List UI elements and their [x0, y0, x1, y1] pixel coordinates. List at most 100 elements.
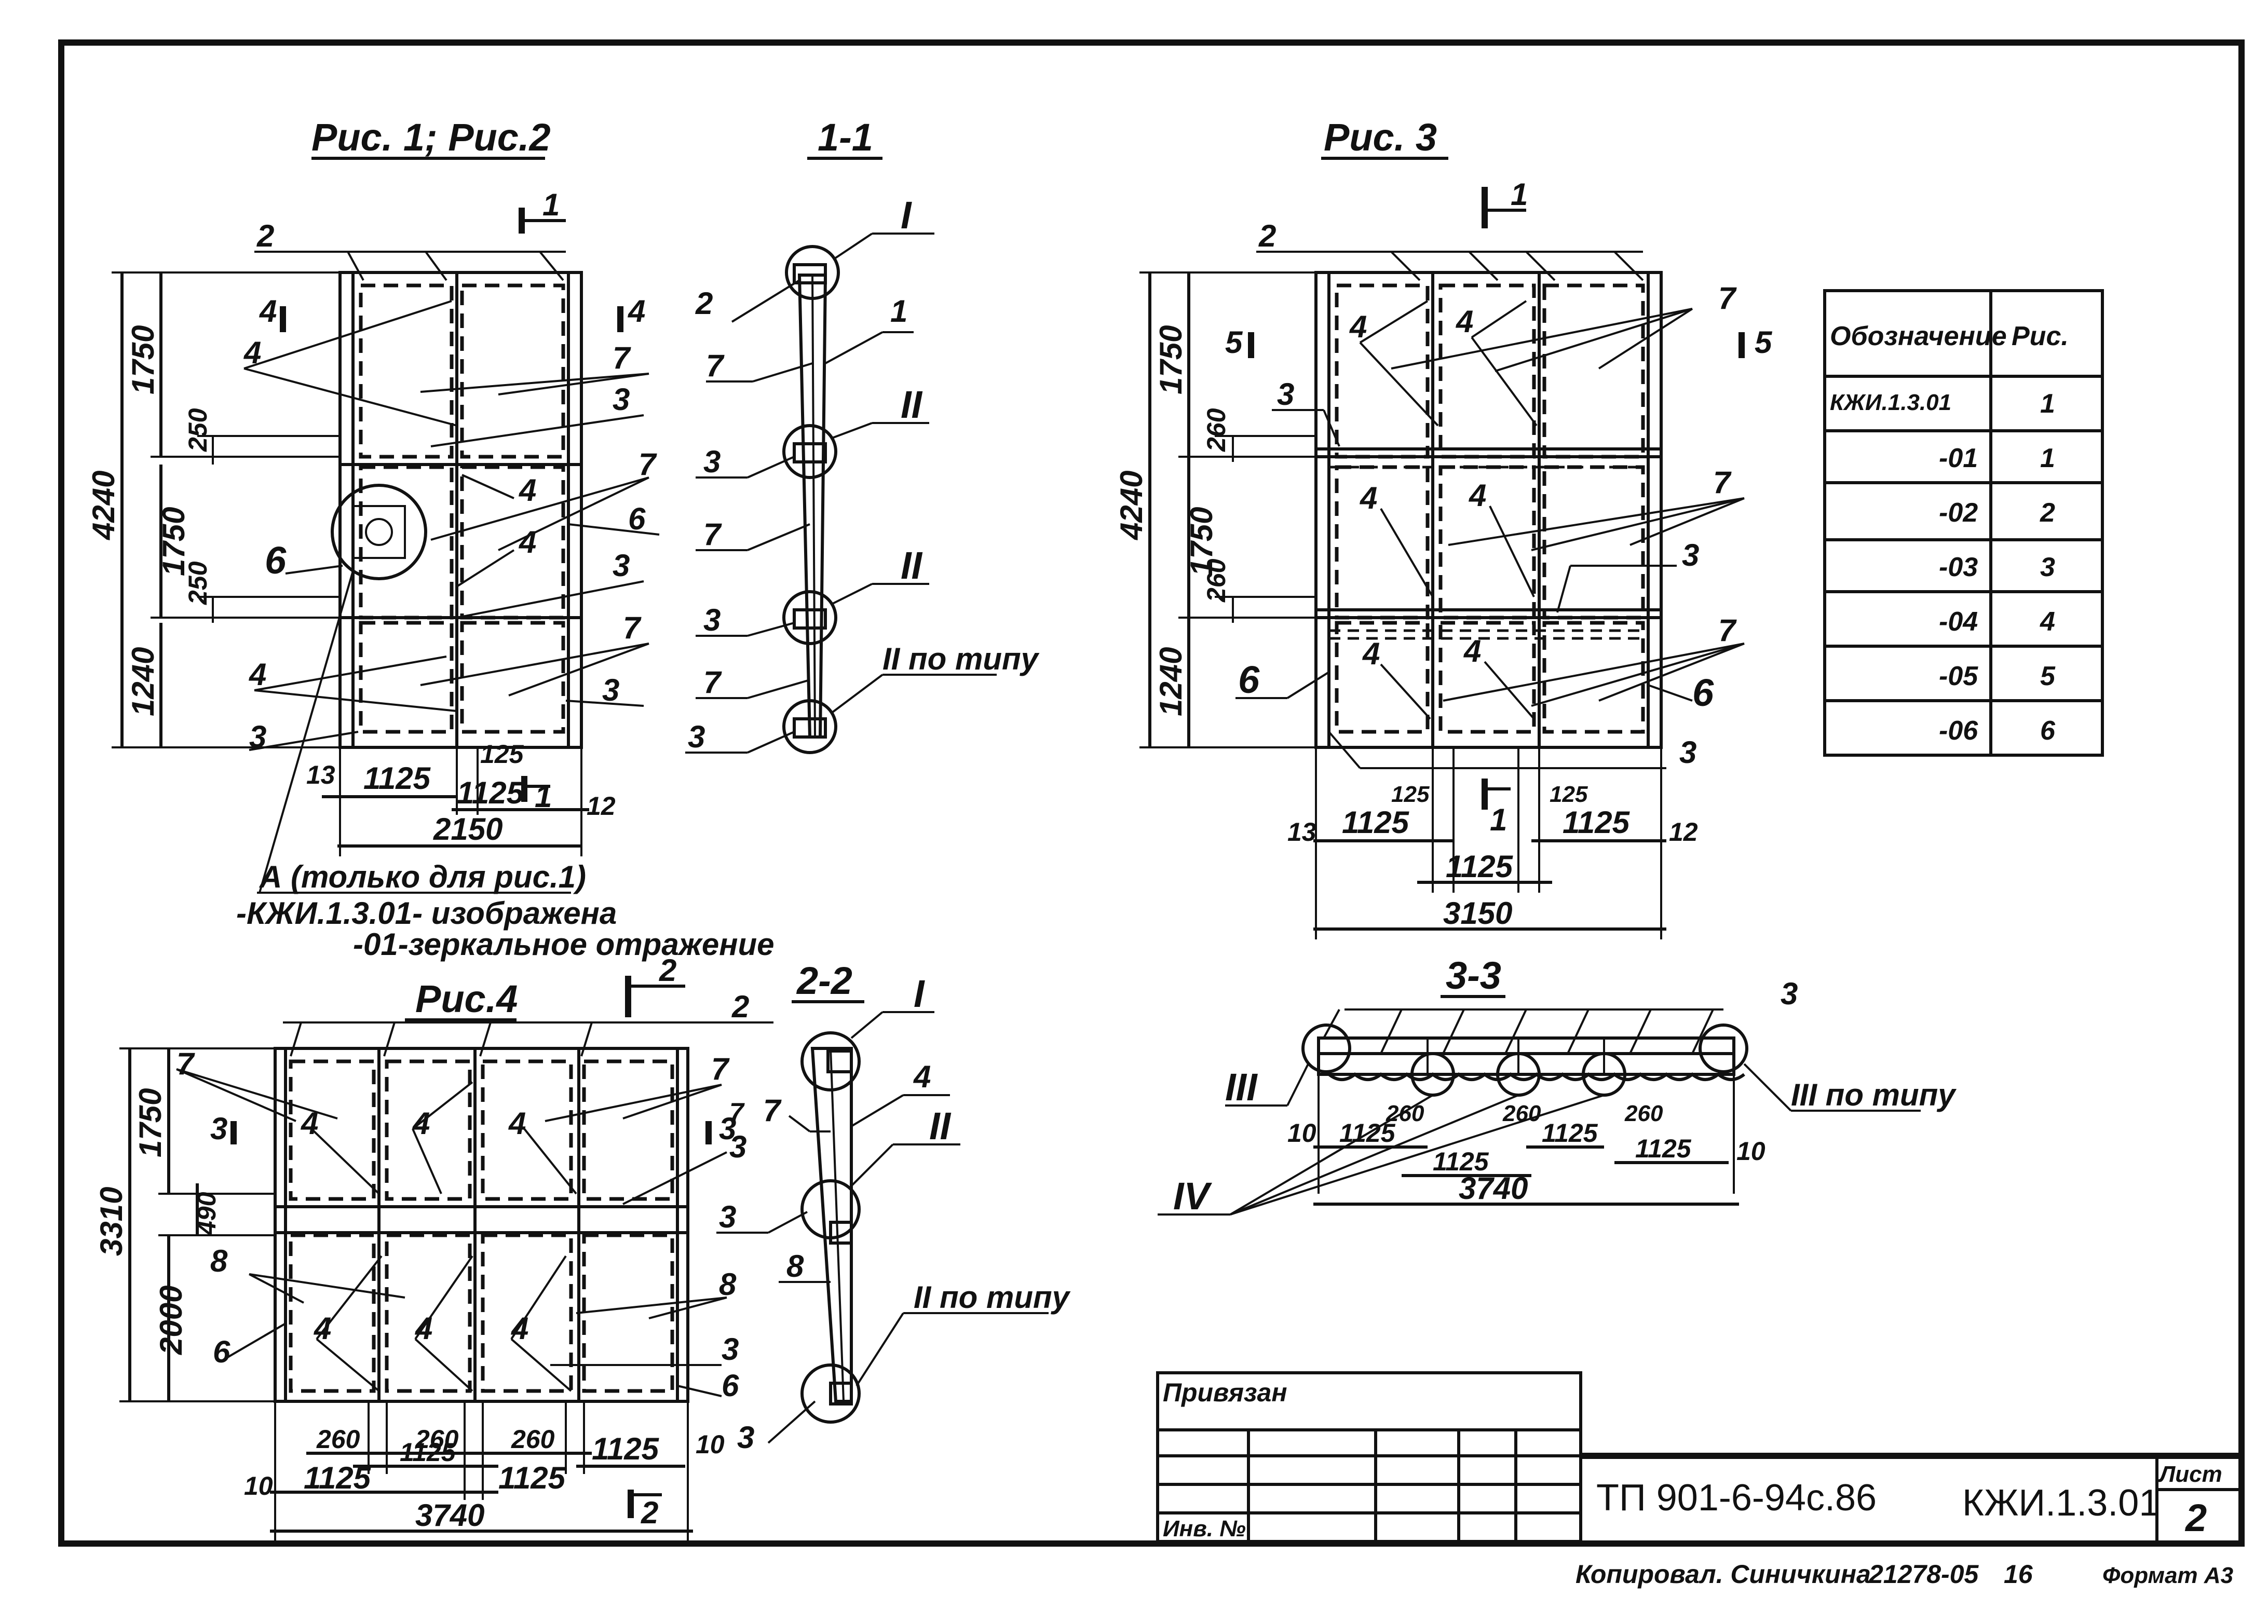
fig4-edge-10a: 10: [244, 1471, 273, 1500]
fig4-pos-7c: 7: [729, 1098, 745, 1127]
sec11-lbl-7c: 7: [703, 665, 722, 700]
sec11-lbl-2: 2: [695, 286, 713, 321]
fig12-dim-h-5: 250: [183, 561, 212, 605]
fig3-dim-w-125b: 125: [1550, 782, 1588, 807]
title-block-sheet-no: 2: [2184, 1496, 2207, 1539]
sec11-node-II-b: II: [901, 544, 923, 587]
fig4-pos-4f: 4: [511, 1311, 528, 1346]
sec11-lbl-3c: 3: [688, 719, 705, 754]
designation-table: Обозначение Рис. КЖИ.1.3.01 1 -01 1 -02 …: [1823, 289, 2104, 757]
fig4-dim-h-total: 3310: [94, 1187, 129, 1256]
fig3-dim-w-1125b: 1125: [1563, 805, 1631, 840]
fig3-pos-3c: 3: [1679, 735, 1696, 770]
sec22-lbl-3a: 3: [719, 1199, 736, 1234]
fig4-pos-4c: 4: [508, 1106, 526, 1141]
sec22-lbl-8: 8: [786, 1249, 804, 1284]
fig4-dim-w-260a: 260: [316, 1425, 360, 1454]
sec33-dim-1125c: 1125: [1635, 1134, 1692, 1163]
title-block-mark: КЖИ.1.3.01: [1962, 1482, 2160, 1524]
fig4-dim-w-260b: 260: [415, 1425, 459, 1454]
title-block-privyazan: Привязан: [1163, 1378, 1287, 1407]
fig12-note-1: А (только для рис.1): [259, 859, 586, 894]
fig4-pos-4b: 4: [412, 1106, 430, 1141]
sec22-title: 2-2: [796, 959, 852, 1002]
fig4-pos-6b: 6: [722, 1368, 739, 1403]
fig12-dim-w-total: 2150: [433, 812, 503, 847]
fig12-view: Рис. 1; Рис.2 4240 1750: [86, 116, 775, 962]
fig12-sec-mark-4a: 4: [259, 294, 277, 329]
fig3-edge-12: 12: [1669, 817, 1698, 847]
table-row-6-fig: 6: [2040, 716, 2056, 746]
table-row-5-fig: 5: [2040, 661, 2056, 691]
sheet-frame: [58, 39, 2245, 1547]
fig4-pos-7a: 7: [176, 1046, 195, 1081]
sec33-node-III-typ: III по типу: [1791, 1077, 1957, 1112]
sec11-lbl-7a: 7: [706, 348, 725, 383]
table-row-2-fig: 2: [2040, 498, 2055, 528]
fig4-view: Рис.4 3310 1750 490 2000: [94, 953, 773, 1541]
sec11-lbl-1: 1: [890, 294, 907, 329]
sec11-lbl-3a: 3: [703, 444, 721, 479]
fig3-pos-4b: 4: [1456, 304, 1473, 339]
sec11-lbl-3b: 3: [703, 603, 721, 637]
fig4-title: Рис.4: [415, 977, 518, 1020]
sec33-dim-total: 3740: [1459, 1171, 1528, 1206]
fig3-sec-mark-5b: 5: [1755, 325, 1773, 360]
fig4-sec-mark-2a: 2: [659, 953, 676, 988]
fig12-note-3: -01-зеркальное отражение: [353, 927, 775, 962]
sec33-node-III: III: [1225, 1066, 1258, 1109]
table-row-5-code: -05: [1939, 661, 1978, 691]
sec33-dim-1125d: 1125: [1433, 1147, 1489, 1176]
sec33-node-IV: IV: [1173, 1175, 1213, 1218]
footer-order: 21278-05: [1868, 1560, 1979, 1589]
table-row-4-fig: 4: [2040, 607, 2055, 637]
fig3-dim-w-1125c: 1125: [1446, 849, 1514, 884]
fig4-pos-4d: 4: [314, 1311, 331, 1346]
fig3-dim-w-125a: 125: [1391, 782, 1430, 807]
fig3-pos-2: 2: [1258, 219, 1276, 253]
table-row-2-code: -02: [1939, 498, 1978, 528]
sec22-lbl-3b: 3: [737, 1420, 754, 1455]
fig4-pos-7b: 7: [711, 1052, 730, 1086]
fig4-dim-w-total: 3740: [415, 1498, 484, 1533]
table-row-3-fig: 3: [2040, 552, 2055, 582]
fig12-dim-w-2: 125: [480, 740, 524, 769]
fig12-pos-6a: 6: [628, 501, 646, 536]
fig12-pos-3b: 3: [613, 548, 630, 583]
fig4-pos-3b: 3: [729, 1129, 746, 1164]
fig4-dim-w-1125a: 1125: [400, 1438, 456, 1467]
fig3-sec-mark-5a: 5: [1225, 325, 1243, 360]
table-row-3-code: -03: [1939, 552, 1978, 582]
fig3-dim-h-5: 260: [1202, 558, 1231, 603]
fig12-pos-4a: 4: [243, 335, 261, 370]
fig12-pos-3d: 3: [249, 719, 266, 754]
sec33-dim-260c: 260: [1624, 1101, 1663, 1126]
table-header-fig: Рис.: [2012, 321, 2069, 351]
fig4-sec-mark-3a: 3: [210, 1111, 227, 1146]
fig12-title: Рис. 1; Рис.2: [311, 116, 551, 159]
fig12-edge-12: 12: [587, 791, 616, 821]
fig3-dim-w-1125a: 1125: [1342, 805, 1410, 840]
fig3-pos-4f: 4: [1463, 634, 1481, 668]
fig12-dim-h-1: 1750: [126, 325, 160, 394]
sec22-node-II: II: [929, 1104, 952, 1148]
sec33-lbl-3: 3: [1781, 976, 1798, 1011]
sec22-node-I: I: [914, 972, 925, 1015]
sec11-view: 1-1 I II II II по типу 2 7 3 7: [685, 116, 1040, 754]
fig4-dim-w-1125b: 1125: [592, 1431, 660, 1466]
fig3-dim-w-total: 3150: [1443, 896, 1512, 931]
footer-copied: Копировал. Синичкина: [1576, 1560, 1871, 1589]
fig12-pos-4d: 4: [249, 657, 266, 692]
title-block-inv-no: Инв. №: [1163, 1516, 1246, 1541]
title-block-doc-code: ТП 901-6-94с.86: [1596, 1477, 1877, 1519]
fig3-pos-7a: 7: [1718, 281, 1737, 316]
fig4-dim-h-2: 490: [192, 1192, 221, 1236]
fig12-dim-h-2: 1750: [156, 507, 191, 576]
fig4-pos-8a: 8: [210, 1244, 228, 1278]
fig12-pos-4b: 4: [519, 473, 536, 508]
fig4-edge-10b: 10: [696, 1430, 725, 1459]
fig4-dim-h-3: 2000: [154, 1286, 188, 1355]
fig12-sec-mark-1b: 1: [535, 779, 552, 814]
sec33-title: 3-3: [1446, 954, 1501, 997]
fig3-pos-7c: 7: [1718, 613, 1737, 648]
